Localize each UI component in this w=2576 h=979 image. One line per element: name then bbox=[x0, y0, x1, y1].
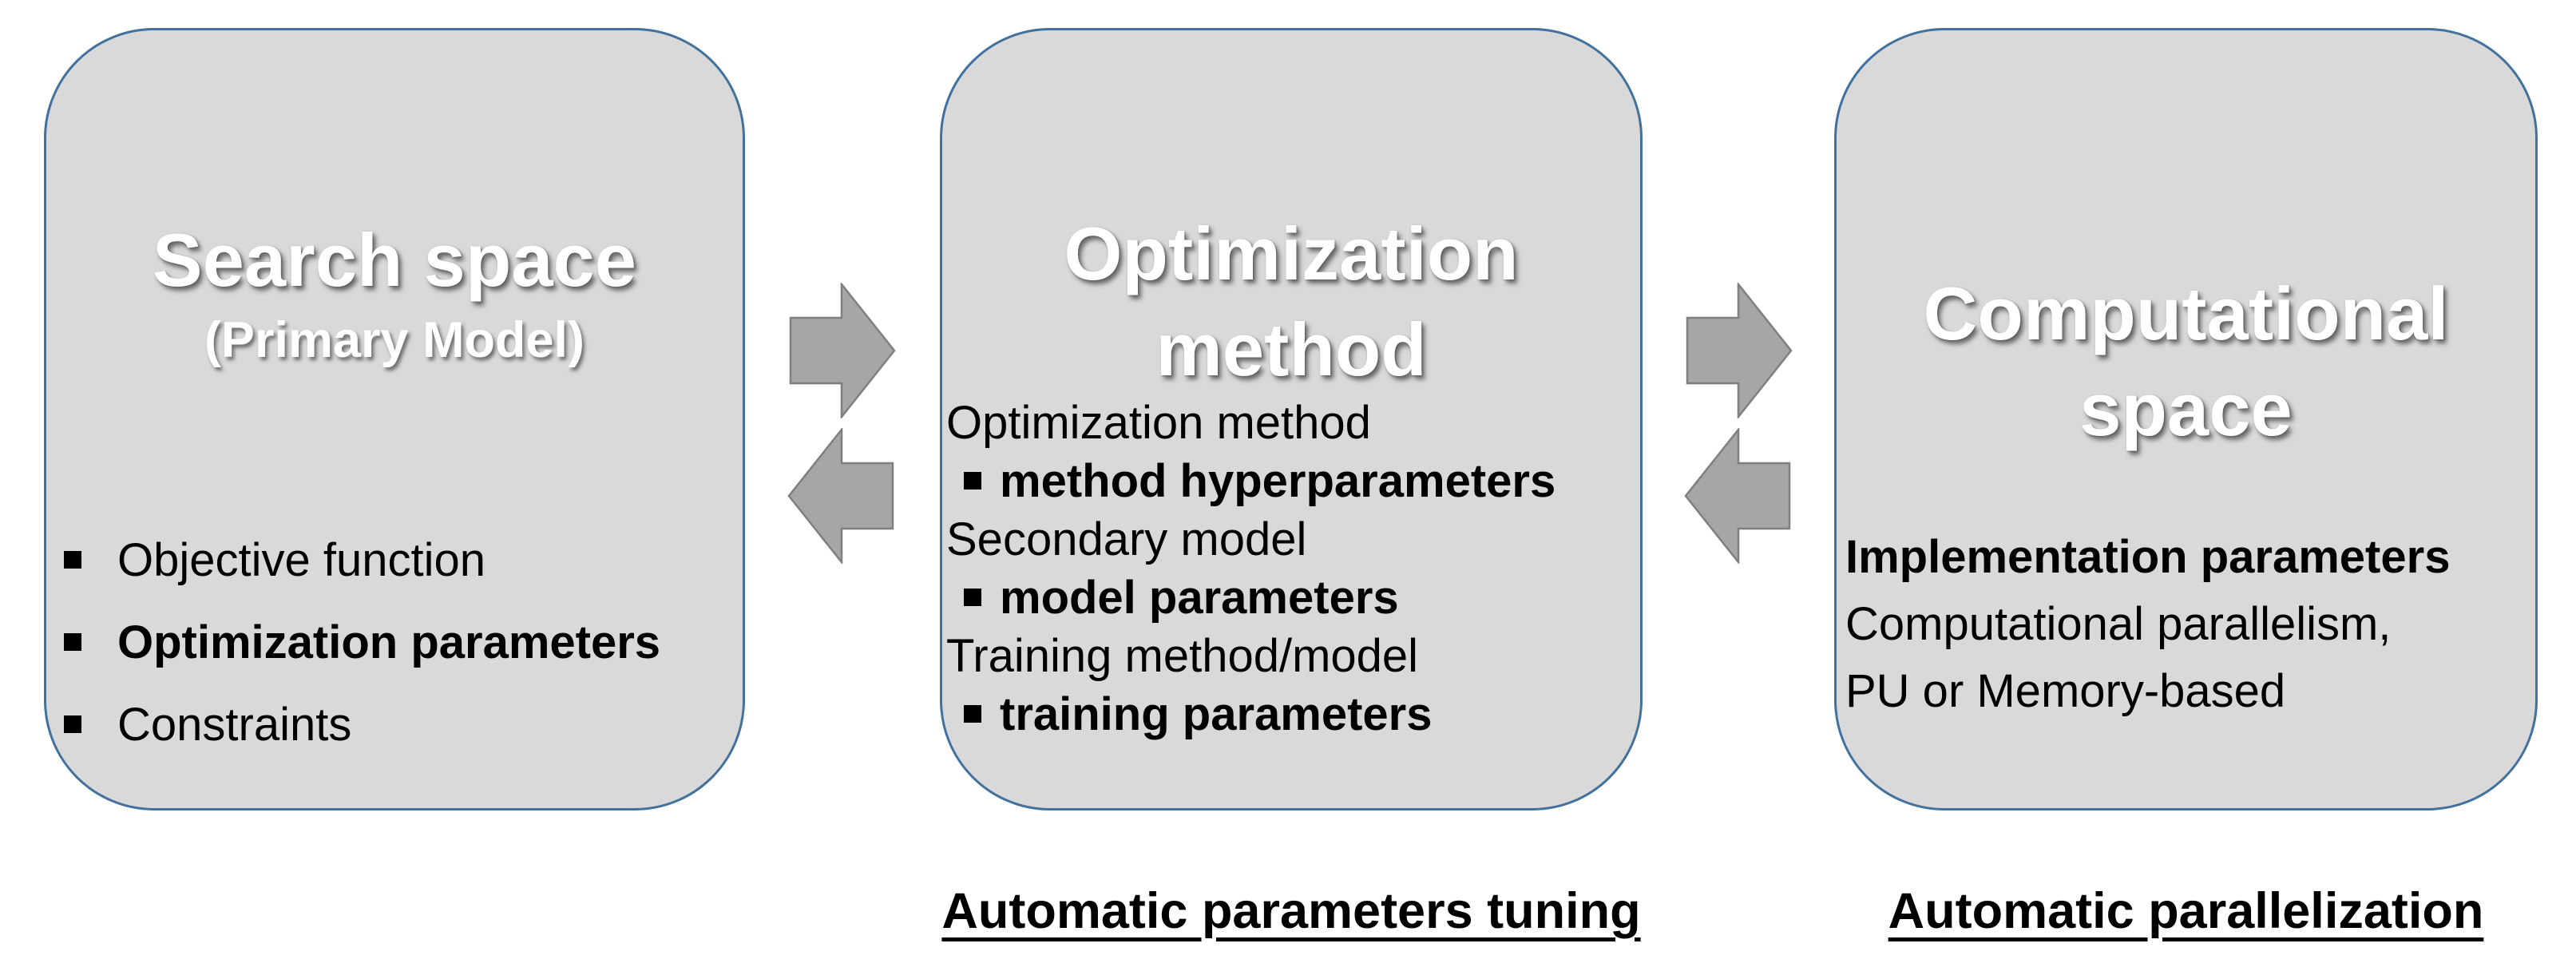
square-bullet-icon bbox=[964, 472, 981, 490]
box-title-line2: space bbox=[2079, 367, 2293, 451]
arrow-left-icon bbox=[787, 428, 894, 564]
arrow-right-icon bbox=[1686, 283, 1793, 418]
list-item: Objective function bbox=[46, 519, 735, 601]
list-item: model parameters bbox=[946, 569, 1636, 627]
optimization-method-box: Optimization method Optimization method … bbox=[940, 28, 1643, 811]
list-item: method hyperparameters bbox=[946, 452, 1636, 510]
list-item-label: model parameters bbox=[1000, 572, 1399, 624]
square-bullet-icon bbox=[64, 633, 81, 651]
square-bullet-icon bbox=[964, 589, 981, 606]
body-line: PU or Memory-based bbox=[1845, 665, 2286, 717]
list-item: training parameters bbox=[946, 685, 1636, 743]
computational-space-box: Computational space Implementation param… bbox=[1834, 28, 2538, 811]
box-title: Optimization method bbox=[942, 206, 1640, 398]
square-bullet-icon bbox=[964, 705, 981, 723]
body-line: Secondary model bbox=[946, 513, 1307, 565]
body-line: Computational parallelism, bbox=[1845, 598, 2392, 650]
caption-parallelization: Automatic parallelization bbox=[1888, 883, 2484, 939]
box-title-line1: Computational bbox=[1923, 272, 2449, 355]
body-line: Training method/model bbox=[946, 630, 1419, 682]
caption-parameters-tuning: Automatic parameters tuning bbox=[941, 883, 1641, 939]
list-item: Constraints bbox=[46, 684, 735, 766]
box-title: Computational space bbox=[1837, 266, 2535, 458]
list-item-label: Optimization parameters bbox=[117, 616, 661, 668]
list-item-label: Objective function bbox=[117, 534, 486, 586]
arrow-right-icon bbox=[789, 283, 896, 418]
list-item-label: method hyperparameters bbox=[1000, 455, 1556, 507]
body-line: Optimization method bbox=[946, 397, 1371, 449]
box-body: Optimization method method hyperparamete… bbox=[946, 394, 1636, 743]
box-body: Implementation parameters Computational … bbox=[1845, 524, 2531, 725]
body-line: Implementation parameters bbox=[1845, 531, 2451, 583]
square-bullet-icon bbox=[64, 715, 81, 733]
box-title-line2: method bbox=[1155, 307, 1427, 391]
arrow-left-icon bbox=[1684, 428, 1791, 564]
list-item: Optimization parameters bbox=[46, 601, 735, 684]
bullet-list: Objective function Optimization paramete… bbox=[46, 519, 735, 766]
search-space-box: Search space (Primary Model) Objective f… bbox=[44, 28, 745, 811]
box-title-line1: Optimization bbox=[1064, 212, 1519, 295]
square-bullet-icon bbox=[64, 551, 81, 569]
box-title: Search space bbox=[152, 218, 637, 302]
list-item-label: training parameters bbox=[1000, 688, 1433, 740]
box-subtitle: (Primary Model) bbox=[204, 312, 585, 368]
list-item-label: Constraints bbox=[117, 699, 352, 751]
